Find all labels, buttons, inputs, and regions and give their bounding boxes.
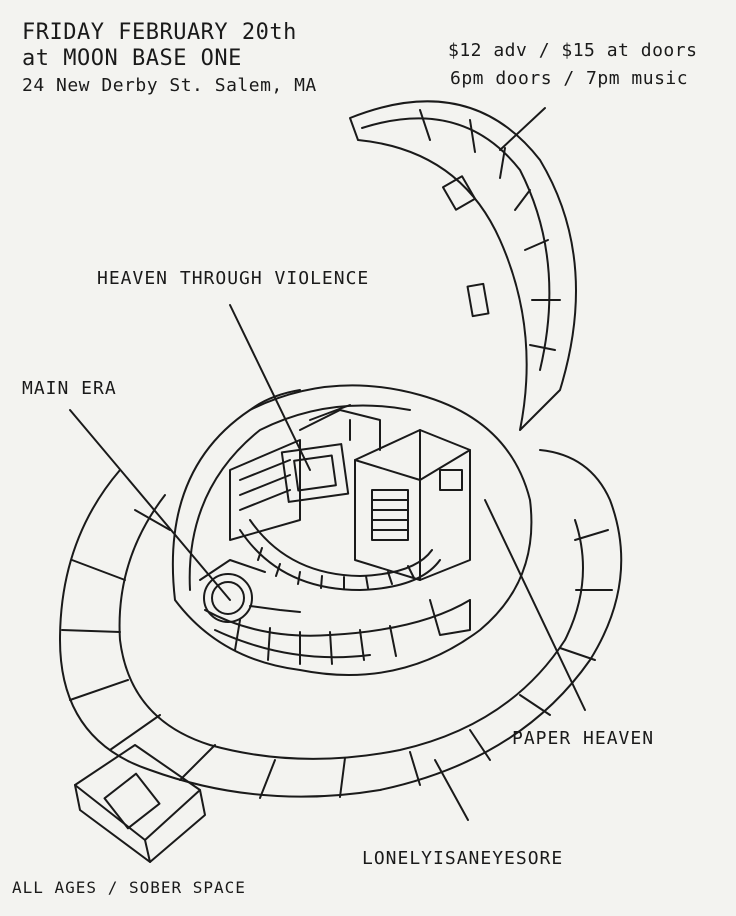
band-label-heaven-through-violence: HEAVEN THROUGH VIOLENCE (97, 268, 370, 289)
price-line: $12 adv / $15 at doors (448, 40, 698, 61)
address-line: 24 New Derby St. Salem, MA (22, 75, 317, 96)
band-label-paper-heaven: PAPER HEAVEN (512, 728, 655, 749)
time-line: 6pm doors / 7pm music (450, 68, 689, 89)
all-ages-notice: ALL AGES / SOBER SPACE (12, 878, 246, 897)
band-label-lonelyisaneyesore: LONELYISANEYESORE (362, 848, 564, 869)
band-label-main-era: MAIN ERA (22, 378, 117, 399)
date-line: FRIDAY FEBRUARY 20th (22, 20, 297, 45)
venue-line: at MOON BASE ONE (22, 46, 242, 71)
